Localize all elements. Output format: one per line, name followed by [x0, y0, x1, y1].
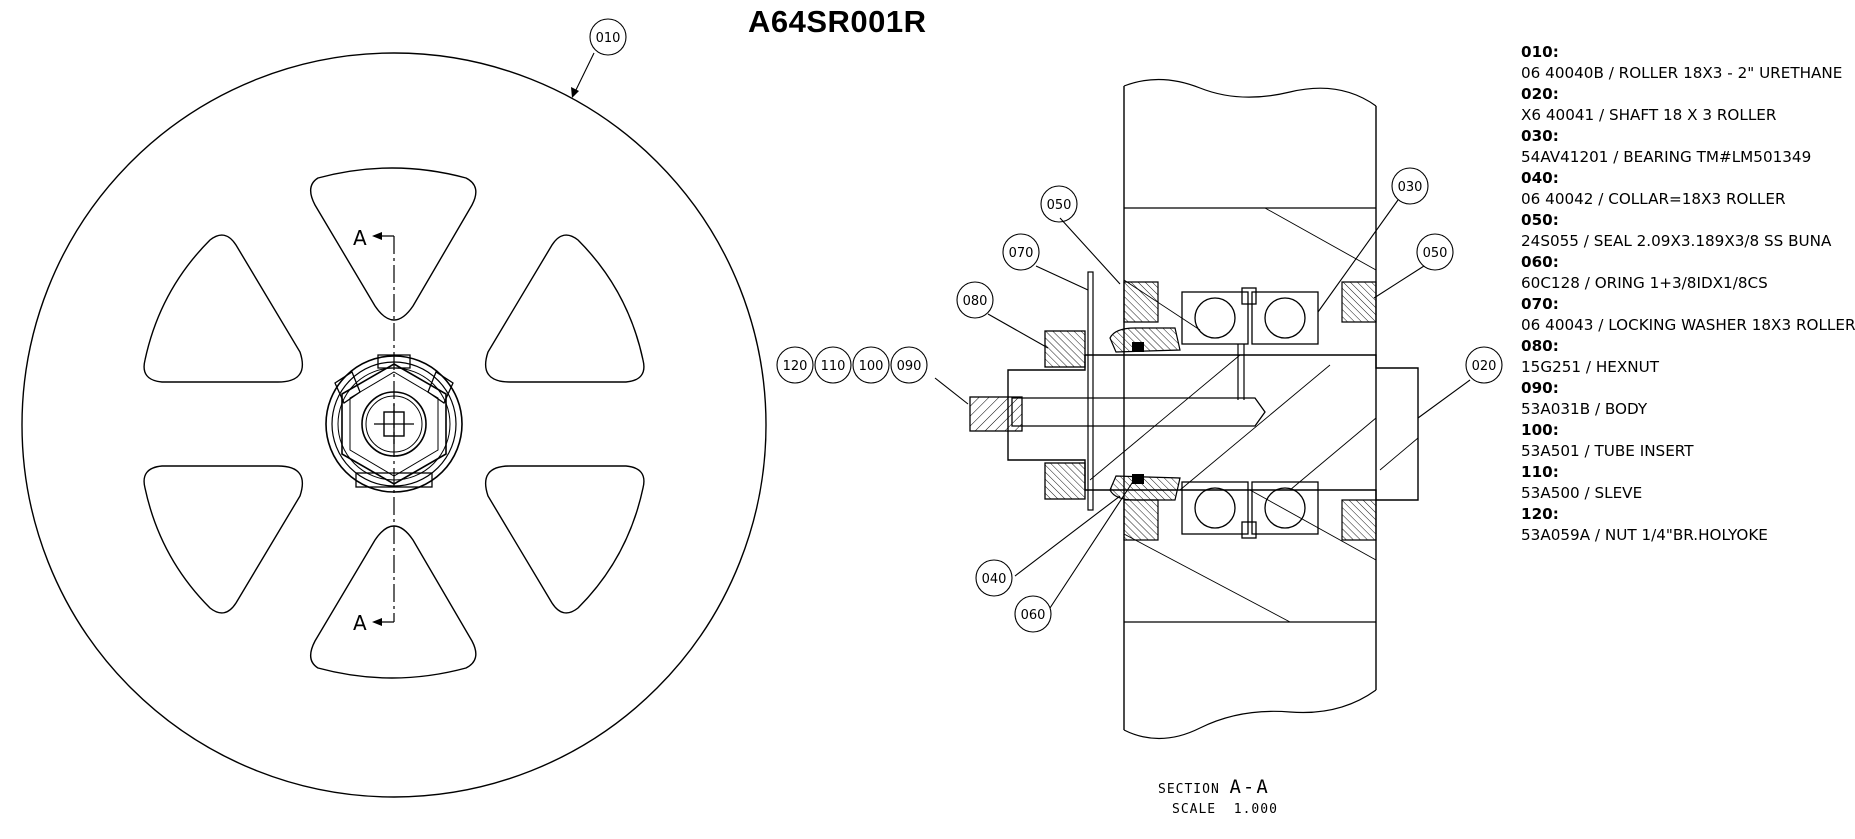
balloon-070 [1002, 233, 1040, 271]
roller-tube-outline [1123, 86, 1377, 730]
section-view [776, 78, 1503, 740]
window-bottom [310, 525, 477, 679]
bom-item-code: 040: [1521, 169, 1559, 187]
bom-item-code: 100: [1521, 421, 1559, 439]
roller-outer-circle [21, 52, 767, 798]
bom-item-description: 15G251 / HEXNUT [1521, 358, 1660, 376]
balloon-120-label: 120 [783, 359, 808, 374]
seal-left-top [1123, 281, 1159, 323]
window-lower-left [143, 465, 304, 614]
bearings [1181, 287, 1319, 539]
threaded-nut [969, 396, 1023, 432]
balloon-110-label: 110 [821, 359, 846, 374]
balloon-040-label: 040 [982, 572, 1007, 587]
collar-bottom [1109, 475, 1181, 501]
roller-front-view [21, 18, 767, 798]
balloon-070-label: 070 [1009, 246, 1034, 261]
seal-left-bottom [1123, 499, 1159, 541]
balloon-090-label: 090 [897, 359, 922, 374]
section-marker-top: A [353, 226, 367, 250]
balloon-060 [1014, 595, 1052, 633]
collar-top [1109, 327, 1181, 353]
bom-item-description: 06 40042 / COLLAR=18X3 ROLLER [1521, 190, 1786, 208]
bom-item-code: 120: [1521, 505, 1559, 523]
balloon-010 [589, 18, 627, 56]
balloon-110 [814, 346, 852, 384]
window-upper-right [484, 234, 645, 383]
balloon-080-label: 080 [963, 294, 988, 309]
bom-item-description: 60C128 / ORING 1+3/8IDX1/8CS [1521, 274, 1768, 292]
bill-of-materials: 010: 06 40040B / ROLLER 18X3 - 2" URETHAN… [1521, 42, 1855, 546]
balloon-030 [1391, 167, 1429, 205]
bom-item-code: 010: [1521, 43, 1559, 61]
balloon-020 [1465, 346, 1503, 384]
section-label: SECTION [1158, 782, 1220, 797]
break-line-top [1123, 78, 1377, 107]
window-upper-left [143, 234, 304, 383]
bom-item-description: 24S055 / SEAL 2.09X3.189X3/8 SS BUNA [1521, 232, 1832, 250]
seal-right-top [1341, 281, 1377, 323]
balloon-100-label: 100 [859, 359, 884, 374]
bom-item-description: 54AV41201 / BEARING TM#LM501349 [1521, 148, 1812, 166]
bom-item-description: 53A500 / SLEVE [1521, 484, 1643, 502]
bom-item-description: 53A031B / BODY [1521, 400, 1648, 418]
drawing-title: A64SR001R [748, 4, 927, 39]
bom-item-description: X6 40041 / SHAFT 18 X 3 ROLLER [1521, 106, 1777, 124]
balloon-120 [776, 346, 814, 384]
balloon-030-label: 030 [1398, 180, 1423, 195]
bom-item-code: 060: [1521, 253, 1559, 271]
balloon-050-b [1416, 233, 1454, 271]
hexnut-bottom [1044, 462, 1086, 500]
locking-washer [1087, 271, 1094, 511]
hexnut-top [1044, 330, 1086, 368]
balloon-050-b-label: 050 [1423, 246, 1448, 261]
bom-item-code: 070: [1521, 295, 1559, 313]
bom-item-code: 030: [1521, 127, 1559, 145]
scale-label: SCALE [1172, 802, 1217, 817]
bom-item-code: 020: [1521, 85, 1559, 103]
bom-item-code: 110: [1521, 463, 1559, 481]
balloon-010-label: 010 [596, 31, 621, 46]
seal-right-bottom [1341, 499, 1377, 541]
section-marker-bottom: A [353, 611, 367, 635]
balloon-080 [956, 281, 994, 319]
bom-item-code: 090: [1521, 379, 1559, 397]
balloon-100 [852, 346, 890, 384]
bom-item-code: 080: [1521, 337, 1559, 355]
bom-item-description: 06 40043 / LOCKING WASHER 18X3 ROLLER [1521, 316, 1855, 334]
bom-item-description: 53A501 / TUBE INSERT [1521, 442, 1694, 460]
balloon-040 [975, 559, 1013, 597]
bom-item-description: 06 40040B / ROLLER 18X3 - 2" URETHANE [1521, 64, 1843, 82]
section-name: A-A [1229, 776, 1270, 798]
break-line-bottom [1123, 689, 1377, 740]
bom-item-code: 050: [1521, 211, 1559, 229]
balloon-020-label: 020 [1472, 359, 1497, 374]
window-lower-right [484, 465, 645, 614]
window-top [310, 167, 477, 321]
bom-item-description: 53A059A / NUT 1/4"BR.HOLYOKE [1521, 526, 1768, 544]
balloon-060-label: 060 [1021, 608, 1046, 623]
balloon-090 [890, 346, 928, 384]
balloon-050-a-label: 050 [1047, 198, 1072, 213]
balloon-050-a [1040, 185, 1078, 223]
section-label-block: SECTION A-A SCALE 1.000 [1158, 778, 1278, 819]
scale-value: 1.000 [1233, 802, 1278, 817]
tube-insert [1011, 397, 1266, 427]
